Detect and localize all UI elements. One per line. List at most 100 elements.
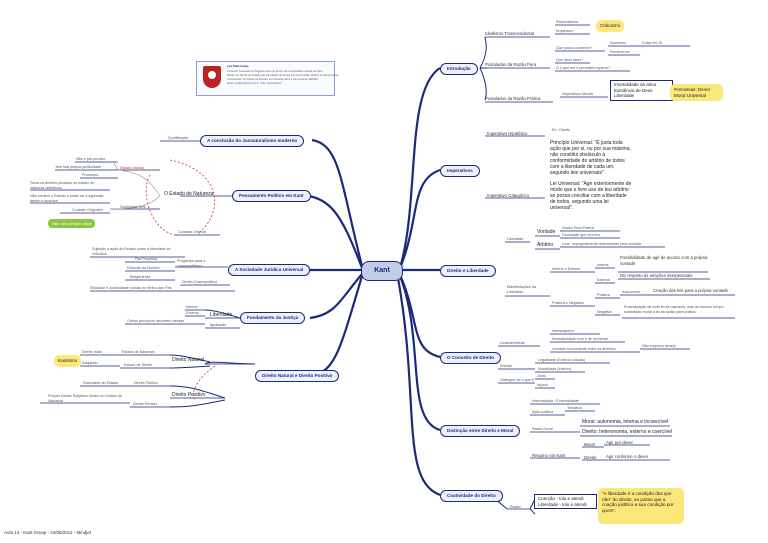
topic-sociedade-juridica[interactable]: A Sociedade Jurídica Universal — [228, 264, 311, 276]
note-quote: "A liberdade é a condição dos que não" d… — [598, 488, 684, 524]
label-empirismo: Empirismo — [556, 29, 574, 33]
text-direito-desc: Direito: heteronomia, externo e coercíve… — [582, 429, 673, 435]
item-imortalidade: Imortalidade da alma — [614, 82, 657, 87]
topic-introducao[interactable]: Introdução — [440, 63, 478, 75]
label-manifestacoes: Manifestações da Liberdade — [507, 285, 536, 294]
label-positiva: Positiva — [597, 293, 610, 297]
label-hipotetico: Imperativo Hipotético — [487, 131, 528, 136]
label-q-fazer: Que devo fazer? — [556, 58, 584, 62]
note-kantismo: Kantismo — [54, 355, 82, 367]
topic-coatividade[interactable]: Coatividade do Direito — [440, 490, 503, 502]
label-imperativos-morais: Imperativos Morais — [562, 92, 594, 96]
topic-conceito-direito[interactable]: O Conceito de Direito — [440, 352, 501, 364]
label-divisao: Divisão — [500, 364, 513, 368]
item-existencia: Existência de Deus — [614, 87, 653, 93]
label-ex-direito: Ex.: Direito — [552, 128, 571, 132]
label-q-esperar: O o que me é permitido esperar? — [556, 66, 611, 70]
text-interna-desc: Possibilidade de agir de acordo com a pr… — [620, 255, 708, 266]
note-premissas: Premissas: Dever Moral Universal — [670, 84, 723, 101]
text-proprio-direito: Próprio Direito Subjetivo dentro do Esta… — [48, 394, 122, 403]
label-distingue: Distingue-se o que é — [500, 378, 534, 382]
label-direito-natural: Direito Natural — [172, 357, 204, 363]
topic-direito-natural-positivo[interactable]: Direito Natural e Direito Positivo — [255, 370, 340, 382]
label-interna-externa: Interna e Externa — [552, 267, 581, 271]
label-direito-positivo: Direito Positivo — [172, 392, 206, 398]
label-legalidade: Legalidade (Exterior coação) — [538, 358, 586, 362]
box-postulados-list: Imortalidade da alma Existência de Deus … — [610, 80, 673, 101]
label-progresso: Progresso para o cosmopolitismo — [177, 259, 206, 268]
item-coercao: Coerção - tolo e atendi — [538, 496, 584, 501]
text-outros-principios: Outros princípios decorrem dessas — [127, 319, 185, 323]
label-acao-politica: Ação política — [532, 410, 554, 414]
label-paz-perpetua: Paz Perpétua — [135, 257, 158, 261]
topic-direito-liberdade[interactable]: Direito e Liberdade — [440, 265, 496, 277]
label-direito-privado: Direito Privado — [133, 402, 158, 406]
label-moralidade: Moralidade (Interior) — [538, 367, 572, 371]
label-intersubjetivo: Intersubjetivo — [552, 329, 574, 333]
label-categorico: Imperativo Categórico — [487, 193, 530, 198]
label-vontade-arbitrio: Vontade concordante entre os arbítrios — [552, 347, 616, 351]
text-eticidade: Eticidade e Juridicidade unidas no Reino… — [90, 286, 172, 290]
author-logo-card: Luiz Filipe Araújo Professor Associado d… — [196, 61, 339, 96]
label-vontade: Vontade — [537, 229, 556, 235]
topic-fundamento-justica[interactable]: Fundamento da Justiça — [240, 312, 306, 324]
label-racionalismo: Racionalismo — [556, 20, 579, 24]
label-provisorio: Provisório — [82, 173, 99, 177]
author-line: Professor Associado do Departamento de D… — [227, 70, 323, 73]
label-interna: Interna — [597, 263, 609, 267]
text-nao-unidade: Não confere o Estado o poder de a agress… — [30, 194, 104, 203]
label-filosofia-historia: Filosofia da História — [127, 266, 160, 270]
label-injusto: Injusto — [537, 383, 548, 387]
label-liberdade: Liberdade — [507, 237, 524, 241]
text-negativa-desc: Emancipação de toda lei da natureza, mas… — [624, 305, 725, 314]
central-topic[interactable]: Kant — [361, 261, 403, 281]
label-beligerancia: Beligerância — [130, 275, 151, 279]
label-moral: Moral — [584, 442, 595, 447]
text-sujeicao: Sujeição a ação do Estado sobre a liberd… — [92, 247, 171, 256]
text-moral-desc: Moral: autonomia, interna e incoercível — [582, 419, 669, 425]
label-internalidade: Internalidade / Externalidade — [532, 399, 579, 403]
label-fenomenos: Fenômenos — [610, 50, 630, 54]
label-direito: Direito — [584, 455, 597, 460]
text-agir-por: Agir por dever — [606, 440, 633, 445]
label-estado-direito: Estado de Direito — [124, 363, 153, 367]
label-autonomia: Autonomia — [622, 290, 640, 294]
label-numenos: Númenos — [610, 41, 626, 45]
note-criticismo: Criticismo — [596, 20, 625, 32]
label-contrato-original: Contrato Original — [178, 230, 206, 234]
label-tematica: Temática — [567, 406, 582, 410]
author-line: Mestre em Direito do Estado pela Faculda… — [227, 74, 339, 77]
label-nao-pre-juridico: Não é pré-jurídico — [76, 157, 106, 161]
author-name: Luiz Filipe Araújo — [227, 65, 249, 68]
label-razao: Razão — [510, 505, 521, 509]
author-line: Coordenador do Núcleo de Estudos em Filo… — [227, 78, 319, 81]
label-arbitrio: Arbítrio — [537, 242, 554, 248]
topic-pensamento-politico[interactable]: Pensamento Político em Kant — [232, 190, 311, 202]
topic-distincao[interactable]: Distinção entre Direito e Moral — [440, 425, 521, 437]
label-razao-geral: Razão Geral — [532, 427, 553, 431]
label-direito-cosmopolitico: Direito Cosmopolítico — [182, 280, 218, 284]
label-direito-publico: Direito Público — [134, 381, 158, 385]
label-tem-propria: Tem sua própria juridicidade — [55, 165, 102, 169]
label-positiva-negativa: Positiva e Negativa — [552, 301, 584, 305]
label-liberdade: Liberdade — [210, 312, 233, 318]
text-externa-desc: Diz respeito às relações interpessoais — [620, 273, 693, 278]
university-crest-icon — [203, 66, 221, 88]
label-sociedade-estado: Sociedade do Estado — [83, 381, 119, 385]
topic-jusnaturalismo[interactable]: A conclusão do Jusnaturalismo moderno — [200, 135, 305, 147]
label-sociedade-civil: Sociedade Civil — [120, 205, 146, 209]
label-normatividade: Normatividade com o de universal — [552, 337, 608, 341]
label-postulados-pratica: Postulados da Razão Prática — [485, 96, 541, 101]
label-razao-pura: Razão Pura Prática — [562, 226, 594, 230]
label-interna: Interna — [186, 305, 198, 309]
text-autonomia-desc: Criação das leis para a própria vontade — [653, 288, 729, 293]
label-resumo: Resumo em Kant — [532, 453, 566, 458]
label-estado-natureza-small: Estado natural — [120, 166, 144, 170]
topic-imperativos[interactable]: Imperativos — [440, 165, 480, 177]
label-q-conhecer: Que posso conhecer? — [556, 46, 593, 50]
label-negativa: Negativa — [597, 310, 612, 314]
label-adquirido: Adquirido — [82, 361, 98, 365]
footer-caption: Aula 14 - Kant.mmap - 24/06/2011 - Mindj… — [4, 530, 91, 535]
item-liberdade: Liberdade - tolo e atendi — [538, 501, 587, 507]
